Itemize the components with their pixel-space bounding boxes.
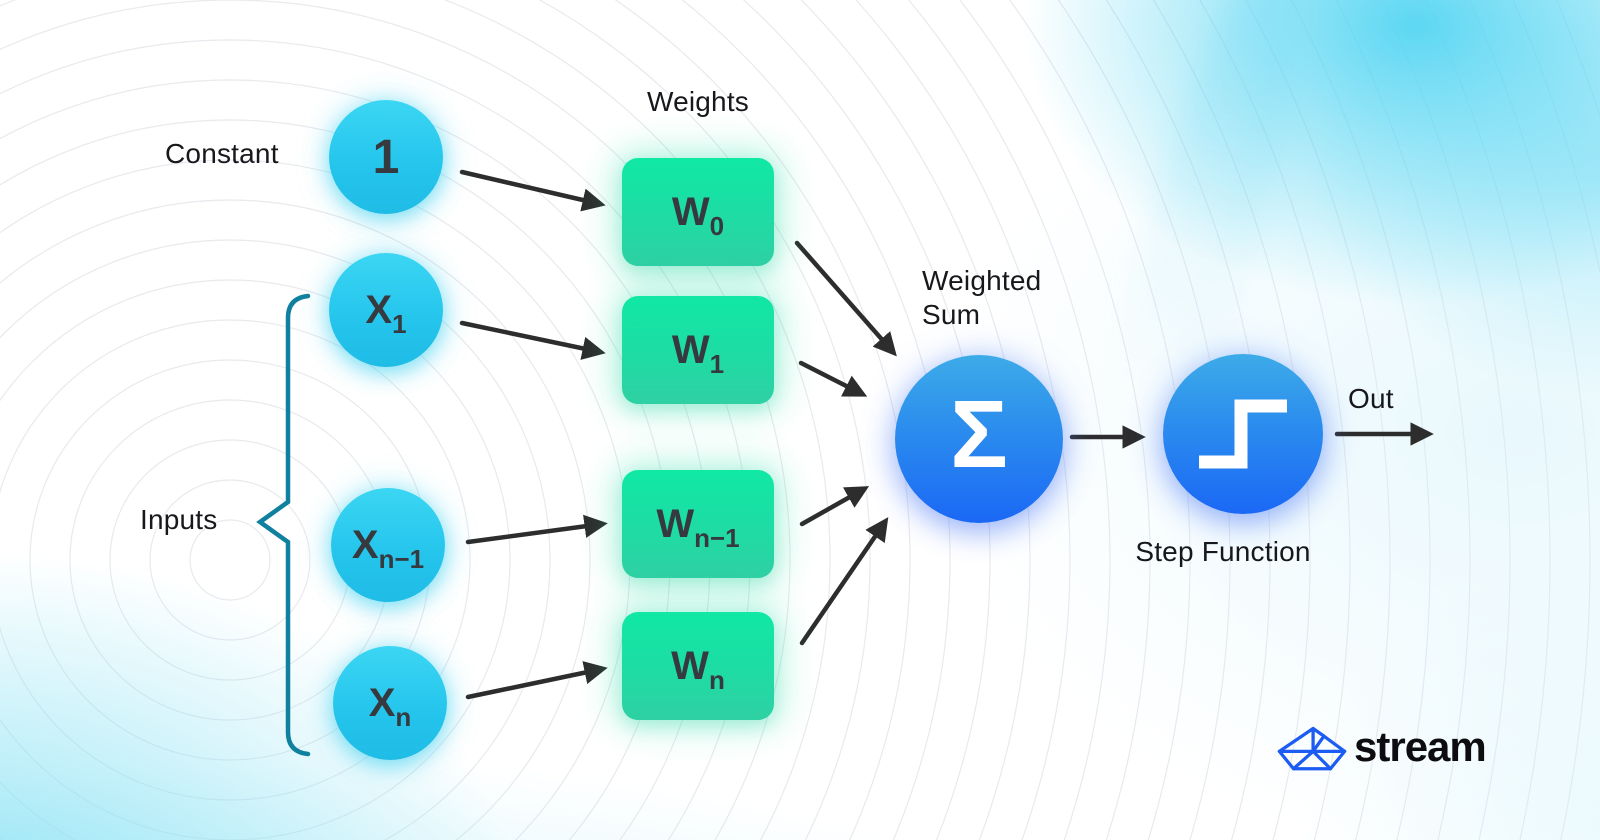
input-node-xn-1-label: Xn−1 [351,522,425,574]
arrow-w1-to-sum [798,360,868,397]
out-label: Out [1348,383,1394,414]
arrow-x1-to-w1 [459,320,606,360]
step-node [1163,354,1323,514]
step-function-label: Step Function [1135,536,1311,567]
arrow-xn1-to-wn1 [465,514,608,545]
arrow-w0-to-sum [794,240,897,357]
sigma-icon: Σ [950,381,1008,488]
stream-logo: stream [1276,722,1487,772]
weight-node-w0: W0 [622,158,774,266]
arrow-wn1-to-sum [799,486,870,527]
constant-node: 1 [329,100,443,214]
arrow-xn-to-wn [465,661,608,700]
arrow-wn-to-sum [799,517,889,646]
weight-node-wn-1-label: Wn−1 [656,501,740,553]
inputs-brace [256,293,311,757]
weight-node-w1-label: W1 [671,327,725,379]
boat-logo-icon [1277,726,1347,771]
constant-label: Constant [165,138,279,169]
input-node-xn: Xn [333,646,447,760]
weight-node-w1: W1 [622,296,774,404]
input-node-xn-label: Xn [368,680,412,732]
input-node-x1: X1 [329,253,443,367]
constant-node-label: 1 [372,130,400,184]
weight-node-w0-label: W0 [671,189,725,241]
inputs-label: Inputs [140,504,218,535]
arrow-constant-to-w0 [459,169,606,212]
weight-node-wn-label: Wn [671,643,725,695]
step-function-icon [1199,399,1287,469]
weight-node-wn: Wn [622,612,774,720]
input-node-xn-1: Xn−1 [331,488,445,602]
stream-logo-text: stream [1354,723,1487,770]
weighted-sum-line2: Sum [922,299,981,330]
weighted-sum-label: Weighted Sum [922,264,1041,332]
weighted-sum-line1: Weighted [922,265,1042,296]
input-node-x1-label: X1 [365,287,407,339]
weights-label: Weights [646,86,750,117]
sum-node: Σ [895,355,1063,523]
weight-node-wn-1: Wn−1 [622,470,774,578]
